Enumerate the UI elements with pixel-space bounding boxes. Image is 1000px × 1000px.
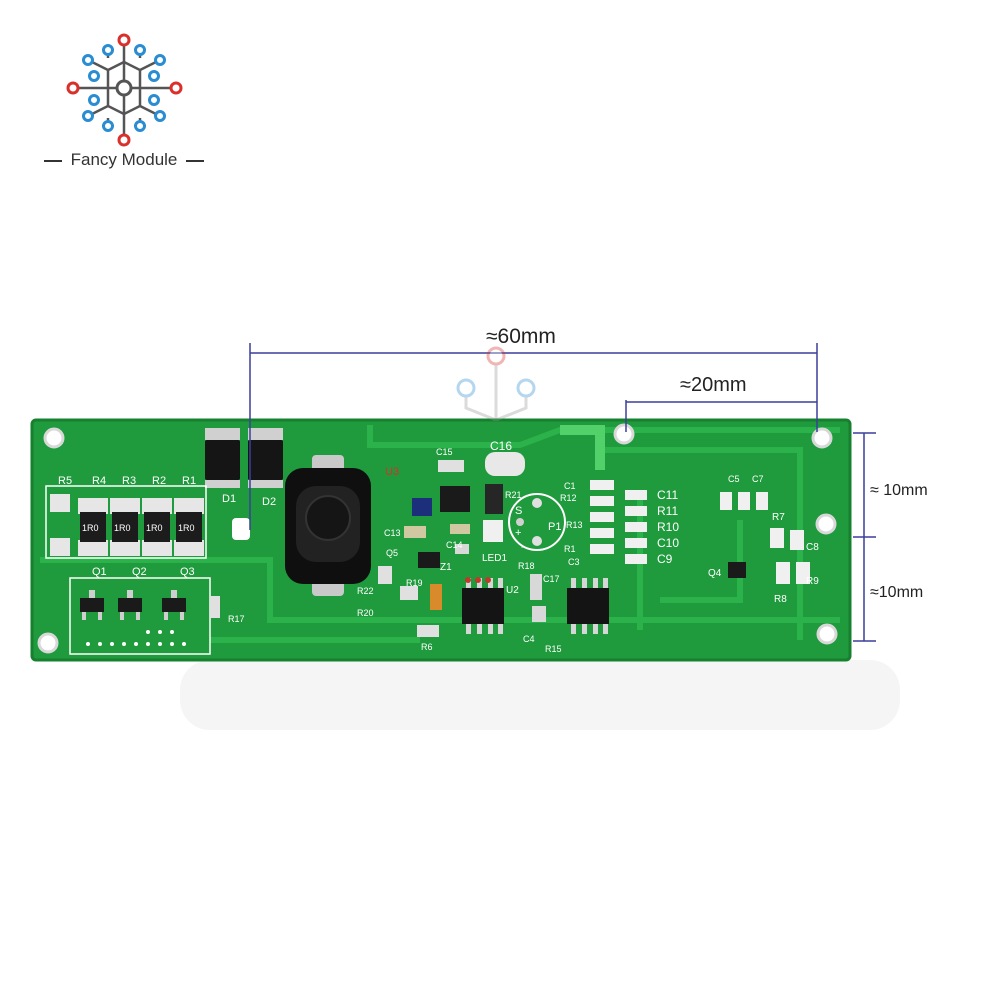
- dimension-label-height-upper: ≈ 10mm: [870, 482, 928, 499]
- pcb-label: R2: [152, 475, 166, 487]
- pcb-label: R7: [772, 512, 785, 523]
- diodes-d1-d2: [205, 428, 283, 488]
- pcb-label: R19: [406, 578, 423, 588]
- dimension-lines: [249, 343, 876, 642]
- dimension-label-hole-spacing: ≈20mm: [680, 374, 747, 396]
- pcb-label: Q3: [180, 566, 195, 578]
- silkscreen-labels: R5 R4 R3 R2 R1 1R0 1R0 1R0 1R0 Q1 Q2 Q3 …: [58, 439, 819, 654]
- pcb-label: U3: [385, 466, 399, 478]
- current-sense-resistors: [45, 485, 207, 559]
- fancy-module-logo: [44, 33, 204, 162]
- pcb-label: C8: [806, 542, 819, 553]
- pcb-label: C17: [543, 574, 560, 584]
- pcb-label: Q2: [132, 566, 147, 578]
- pcb-label: C11: [657, 488, 678, 502]
- pcb-label: C15: [436, 447, 453, 457]
- pcb-label: R15: [545, 644, 562, 654]
- pcb-label: R13: [566, 520, 583, 530]
- pcb-label: U2: [506, 585, 519, 596]
- pcb-label: R8: [774, 594, 787, 605]
- pcb-label: R9: [806, 576, 819, 587]
- pcb-label: C9: [657, 552, 673, 566]
- dimension-label-height-lower: ≈10mm: [870, 584, 924, 601]
- pcb-label: R20: [357, 608, 374, 618]
- pcb-label: R22: [357, 586, 374, 596]
- pcb-label: C1: [564, 481, 576, 491]
- ic-chips: [462, 577, 609, 634]
- pcb-label: D1: [222, 493, 236, 505]
- pcb-label: D2: [262, 496, 276, 508]
- watermark-logo: [456, 346, 536, 422]
- transistors-q1-q3: [69, 577, 220, 655]
- pcb-label: R18: [518, 561, 535, 571]
- push-switch: [285, 455, 371, 596]
- pcb-label: R21: [505, 490, 522, 500]
- brand-name: Fancy Module: [70, 150, 178, 169]
- pcb-label: C4: [523, 634, 535, 644]
- pcb-label: R12: [560, 493, 577, 503]
- smd-array: [530, 480, 810, 622]
- pcb-label: P1: [548, 521, 561, 533]
- pcb-label: Q5: [386, 548, 398, 558]
- pcb-label: C13: [384, 528, 401, 538]
- pcb-label: R11: [657, 504, 678, 518]
- pcb-label: 1R0: [146, 523, 163, 533]
- pcb-label: C5: [728, 474, 740, 484]
- pcb-label: C7: [752, 474, 764, 484]
- p1-sensor-pad: [508, 493, 566, 551]
- pcb-label: Q4: [708, 568, 722, 579]
- pcb-label: C16: [490, 439, 512, 453]
- pcb-label: Q1: [92, 566, 107, 578]
- pcb-label: C14: [446, 540, 463, 550]
- pcb-label: R10: [657, 520, 679, 534]
- pcb-label: -: [521, 541, 525, 553]
- pcb-label: +: [515, 527, 521, 539]
- pcb-label: R6: [421, 642, 433, 652]
- pcb-label: C3: [568, 557, 580, 567]
- pcb-label: LED1: [482, 553, 507, 564]
- pcb-label: 1R0: [82, 523, 99, 533]
- dimension-label-length: ≈60mm: [486, 325, 556, 348]
- power-section-components: [378, 452, 525, 637]
- pcb-label: R3: [122, 475, 136, 487]
- pcb-label: R1: [182, 475, 196, 487]
- pcb-label: S: [515, 505, 522, 517]
- pcb-label: R1: [564, 544, 576, 554]
- pcb-label: R17: [228, 614, 245, 624]
- pcb-label: R4: [92, 475, 106, 487]
- pcb-label: 1R0: [178, 523, 195, 533]
- pcb-label: R5: [58, 475, 72, 487]
- pcb-label: 1R0: [114, 523, 131, 533]
- pcb-label: Z1: [440, 562, 452, 573]
- pcb-label: C10: [657, 536, 679, 550]
